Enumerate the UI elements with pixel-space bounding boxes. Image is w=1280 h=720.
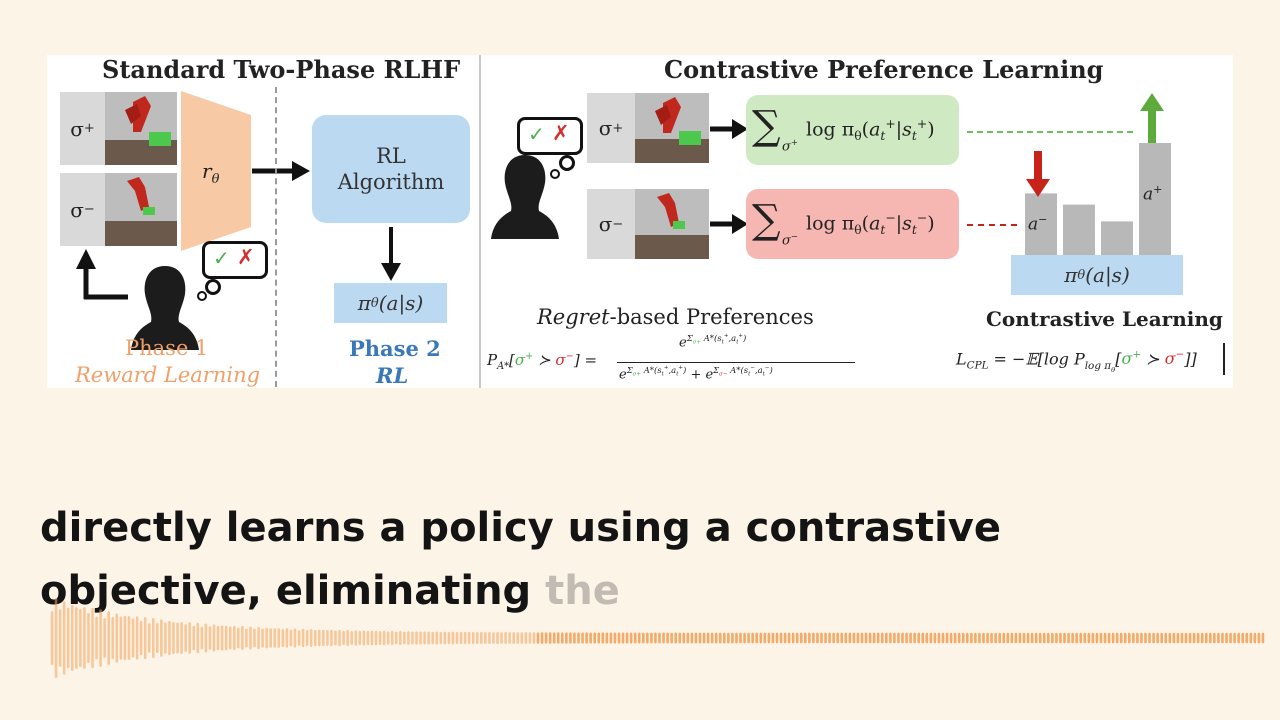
bubble-dot-large	[205, 279, 221, 295]
regret-heading-italic: Regret	[537, 305, 610, 329]
caption-line-2: objective, eliminating the	[40, 568, 620, 614]
thought-bubble: ✓ ✗	[202, 241, 268, 279]
regret-formula-numerator: eΣσ+ A*(st+,at+)	[679, 333, 747, 351]
robot-image-sigma-plus-right: σ+	[587, 93, 709, 163]
phase-divider	[275, 87, 277, 387]
arrow-right-icon	[710, 214, 748, 234]
formula-bracket	[1223, 343, 1225, 375]
sum-positive-term: log πθ(at+|st+)	[806, 117, 935, 144]
bubble-dot-large	[559, 155, 575, 171]
sum-negative-term: log πθ(at−|st−)	[806, 211, 935, 238]
sum-positive-subscript: σ+	[782, 137, 798, 155]
person-icon	[491, 155, 559, 239]
regret-heading-rest: -based Preferences	[609, 305, 814, 329]
panel-divider	[479, 55, 481, 388]
regret-formula-bar	[617, 362, 855, 363]
bar-3	[1139, 143, 1171, 255]
sigma-plus-label: σ+	[60, 92, 105, 165]
sigma-plus-label: σ+	[587, 93, 635, 163]
rl-algorithm-box: RL Algorithm	[312, 115, 470, 223]
bar-0	[1025, 193, 1057, 255]
bar-label-positive: a+	[1143, 183, 1163, 205]
arrow-down-icon	[381, 227, 401, 281]
arrow-right-icon	[252, 161, 310, 181]
bar-label-negative: a−	[1028, 213, 1048, 235]
phase1-subtitle: Reward Learning	[75, 363, 261, 387]
green-dashed-connector	[967, 131, 1133, 133]
check-icon: ✓	[528, 122, 545, 146]
bubble-dot-small	[197, 291, 207, 301]
sum-negative-subscript: σ−	[782, 231, 798, 249]
person-icon	[131, 266, 199, 350]
robot-arm-icon	[105, 96, 177, 165]
sum-negative-box: ∑ σ− log πθ(at−|st−)	[746, 189, 959, 259]
right-panel-title: Contrastive Preference Learning	[664, 55, 1104, 84]
bar-1	[1063, 204, 1095, 255]
contrastive-heading: Contrastive Learning	[986, 307, 1223, 331]
thought-bubble-right: ✓ ✗	[517, 117, 583, 155]
phase1-title: Phase 1	[125, 336, 209, 360]
regret-formula-denominator: eΣσ+ A*(st+,at+) + eΣσ− A*(st−,at−)	[619, 365, 773, 383]
robot-image-sigma-minus: σ−	[60, 173, 177, 246]
contrastive-formula: LCPL = −𝔼[log Plog πθ[σ+ ≻ σ−]]	[956, 349, 1197, 374]
reward-model-shape	[181, 91, 251, 251]
check-icon: ✓	[213, 246, 230, 270]
elbow-arrow-icon	[76, 249, 128, 300]
arrow-up-icon	[1140, 93, 1164, 143]
sum-positive-box: ∑ σ+ log πθ(at+|st+)	[746, 95, 959, 165]
left-panel-title: Standard Two-Phase RLHF	[102, 55, 461, 84]
caption-line-2-faded: the	[545, 568, 620, 614]
robot-arm-icon	[635, 193, 709, 259]
audio-waveform	[50, 598, 1265, 678]
robot-image-sigma-plus: σ+	[60, 92, 177, 165]
caption-line-2-text: objective, eliminating	[40, 568, 532, 614]
bar-2	[1101, 221, 1133, 255]
caption-line-1: directly learns a policy using a contras…	[40, 505, 1001, 551]
rl-algorithm-line2: Algorithm	[337, 170, 445, 194]
sum-symbol: ∑	[752, 103, 781, 149]
bubble-dot-small	[550, 169, 560, 179]
method-figure: Standard Two-Phase RLHF σ+ σ− rθ RL Algo…	[47, 55, 1233, 388]
robot-arm-icon	[635, 97, 709, 163]
rl-algorithm-line1: RL	[376, 144, 406, 168]
arrow-down-icon	[1026, 151, 1050, 197]
reward-model-label: rθ	[202, 159, 220, 187]
cross-icon: ✗	[552, 121, 570, 145]
phase2-title: Phase 2	[349, 336, 441, 361]
contrastive-bar-chart	[1025, 143, 1171, 255]
regret-heading: Regret-based Preferences	[537, 305, 814, 329]
robot-image-sigma-minus-right: σ−	[587, 189, 709, 259]
sigma-minus-label: σ−	[60, 173, 105, 246]
robot-arm-icon	[105, 177, 177, 246]
sigma-minus-label: σ−	[587, 189, 635, 259]
cross-icon: ✗	[237, 245, 255, 269]
arrow-right-icon	[710, 119, 748, 139]
regret-formula-lhs: PA*[σ+ ≻ σ−] =	[487, 351, 598, 372]
red-dashed-connector	[967, 224, 1017, 226]
phase2-subtitle: RL	[376, 363, 409, 388]
sum-symbol: ∑	[752, 197, 781, 243]
